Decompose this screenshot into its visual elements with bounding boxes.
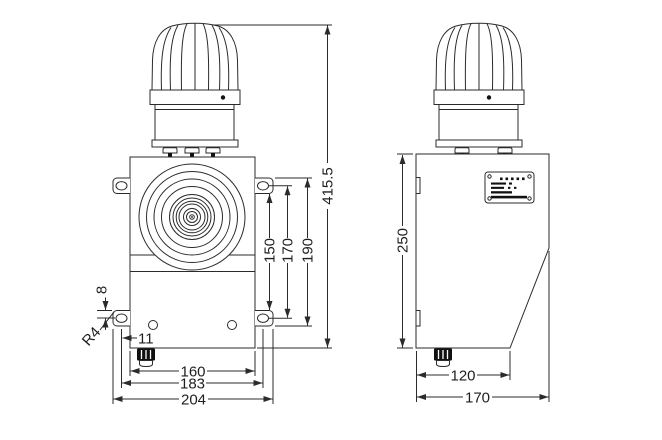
plate-screw-icon bbox=[527, 174, 532, 179]
dim-label-depth: 170 bbox=[465, 390, 490, 407]
dim-label-overall-width: 204 bbox=[181, 392, 206, 409]
panel-screw-icon bbox=[227, 320, 237, 330]
dim-label-corner-radius: R4 bbox=[79, 324, 104, 350]
nameplate bbox=[484, 171, 535, 204]
dim-label-ear-hole-edge: 8 bbox=[94, 286, 111, 294]
front-view: 150 170 190 415.5 160 183 204 11 8 R4 bbox=[79, 22, 337, 409]
cable-gland-front bbox=[136, 347, 156, 368]
dim-label-overall-height: 415.5 bbox=[320, 167, 337, 205]
panel-screw-icon bbox=[148, 320, 158, 330]
front-panel-screws bbox=[148, 320, 237, 330]
collar-screw-icon bbox=[486, 95, 492, 100]
dim-label-ear-inner-span: 150 bbox=[262, 238, 279, 263]
ear-edge-profile bbox=[416, 177, 421, 194]
dim-label-hole-span-vertical: 170 bbox=[280, 238, 297, 263]
collar-screw-icon bbox=[220, 95, 226, 100]
plate-screw-icon bbox=[487, 196, 492, 201]
dim-label-body-height: 250 bbox=[395, 228, 412, 253]
plate-markings bbox=[491, 177, 527, 199]
side-dimensions: 250 120 170 bbox=[395, 153, 550, 407]
beacon-light-front bbox=[149, 22, 241, 160]
beacon-light-side bbox=[433, 22, 525, 160]
plate-screw-icon bbox=[487, 174, 492, 179]
dim-label-hole-offset: 11 bbox=[138, 331, 154, 348]
side-view: 250 120 170 bbox=[395, 22, 550, 407]
dim-label-hole-span-horizontal: 183 bbox=[180, 376, 205, 393]
front-dimensions: 150 170 190 415.5 160 183 204 11 8 R4 bbox=[79, 24, 337, 409]
speaker-grille bbox=[138, 163, 246, 271]
dim-label-body-width: 160 bbox=[180, 364, 205, 381]
cable-gland-side bbox=[433, 347, 453, 368]
ear-edge-profile bbox=[416, 310, 421, 327]
mounting-ears bbox=[112, 177, 274, 327]
dim-label-ear-outer-span: 190 bbox=[300, 238, 317, 263]
dim-label-bottom-width: 120 bbox=[450, 368, 475, 385]
plate-screw-icon bbox=[527, 196, 532, 201]
radius-leader-line bbox=[99, 311, 115, 331]
